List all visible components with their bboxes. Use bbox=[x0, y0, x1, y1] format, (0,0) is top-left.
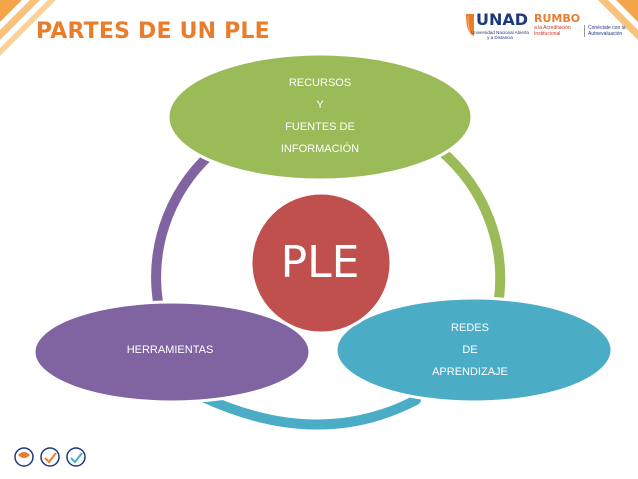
node-redes bbox=[334, 296, 614, 404]
arc-redes-herramientas bbox=[200, 393, 421, 430]
center-label: PLE bbox=[280, 237, 360, 288]
footer-badges bbox=[14, 447, 86, 467]
node-recursos-line-3: FUENTES DE bbox=[285, 121, 355, 133]
center-circle bbox=[249, 191, 393, 335]
globe-icon bbox=[14, 447, 34, 467]
corner-stripes-left bbox=[0, 0, 56, 56]
arc-herramientas-recursos bbox=[151, 141, 225, 307]
page-title: PARTES DE UN PLE bbox=[36, 19, 270, 44]
node-recursos-line-2: Y bbox=[316, 99, 324, 111]
corner-stripes-right bbox=[598, 0, 638, 40]
unad-logo-text: UNAD bbox=[476, 10, 529, 29]
certification-badge-icon bbox=[40, 447, 60, 467]
unad-logo bbox=[466, 14, 474, 36]
node-redes-label: REDES DE APRENDIZAJE bbox=[410, 317, 530, 383]
certification-badge-2-icon bbox=[66, 447, 86, 467]
header-logos: UNAD Universidad Nacional Abierta y a Di… bbox=[462, 8, 630, 48]
node-recursos-label: RECURSOS Y FUENTES DE INFORMACIÓN bbox=[260, 72, 380, 160]
arc-recursos-redes bbox=[435, 145, 506, 310]
rumbo-logo: RUMBO a la Acreditación Institucional Co… bbox=[534, 12, 634, 46]
rumbo-logo-text: RUMBO bbox=[534, 12, 581, 25]
unad-logo-subtitle: Universidad Nacional Abierta y a Distanc… bbox=[471, 30, 529, 40]
node-herramientas-label: HERRAMIENTAS bbox=[126, 344, 214, 356]
node-redes-line-3: APRENDIZAJE bbox=[432, 366, 508, 378]
rumbo-logo-left-text: a la Acreditación Institucional bbox=[534, 25, 571, 37]
node-redes-line-1: REDES bbox=[451, 322, 489, 334]
rumbo-logo-right-text: Conéctate con la Autoevaluación bbox=[584, 25, 638, 37]
node-recursos bbox=[166, 52, 474, 182]
node-herramientas bbox=[32, 300, 312, 404]
node-redes-line-2: DE bbox=[462, 344, 478, 356]
node-recursos-line-1: RECURSOS bbox=[288, 77, 352, 89]
node-recursos-line-4: INFORMACIÓN bbox=[280, 143, 360, 155]
